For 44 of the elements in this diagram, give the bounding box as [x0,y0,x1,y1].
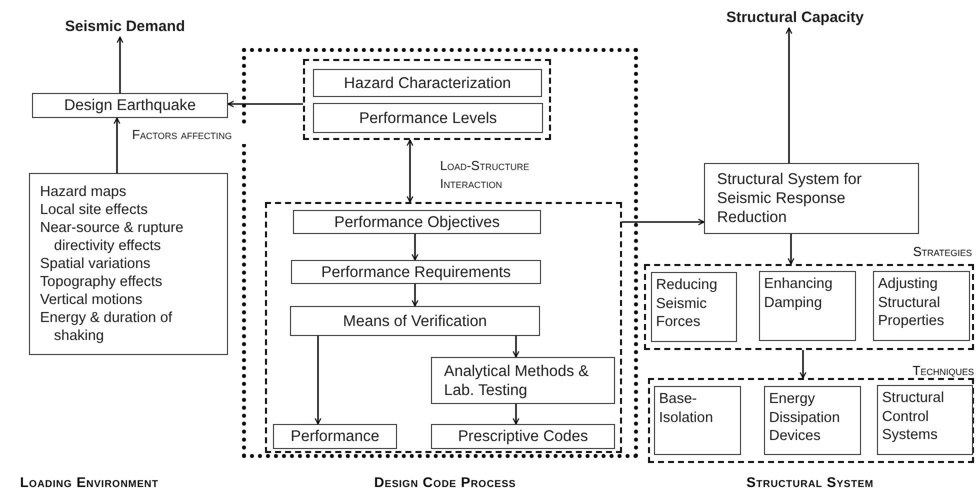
process-box: Performance Levels [313,103,543,133]
process-box: Design Earthquake [32,93,228,118]
process-box: Reducing Seismic Forces [651,272,737,342]
arrow [622,218,705,226]
arrow [786,27,792,163]
arrow [512,404,520,425]
arrow [406,139,414,203]
process-box: Structural Control Systems [877,385,973,455]
list-item: Spatial variations [40,255,150,273]
arrow [412,284,418,307]
process-box: Performance Objectives [293,210,541,234]
group-frame [303,59,551,140]
process-box: Energy Dissipation Devices [764,386,861,455]
process-box: Performance Requirements [291,260,541,284]
group-frame [644,264,974,350]
heading-text: Seismic Demand [40,15,210,37]
arrow [512,336,520,358]
process-box: Means of Verification [290,306,540,336]
process-box: Analytical Methods & Lab. Testing [431,357,615,404]
process-box: Performance [273,424,397,449]
arrow [412,234,418,261]
factor-list-box [29,173,228,355]
arrow [114,117,120,173]
list-item: Topography effects [40,273,162,291]
group-frame [265,202,622,453]
arrow [314,336,322,425]
process-box: Adjusting Structural Properties [873,271,970,341]
list-item: Local site effects [40,201,148,219]
group-frame [242,48,638,458]
list-item: Vertical motions [40,291,142,309]
process-box: Structural System for Seismic Response Reduction [704,163,919,234]
arrow [116,36,124,93]
process-box: Base-Isolation [654,386,741,455]
process-box: Prescriptive Codes [431,424,615,449]
arrow [227,100,303,108]
list-item: Hazard maps [40,183,126,201]
process-box: Enhancing Damping [759,271,856,341]
arrow [788,234,794,265]
list-item: Near-source & rupture directivity effects [40,219,184,255]
list-item: Energy & duration of shaking [40,309,174,345]
heading-text: Structural Capacity [700,6,890,28]
arrow [800,350,806,379]
process-box: Hazard Characterization [313,69,542,97]
group-frame [648,378,974,463]
